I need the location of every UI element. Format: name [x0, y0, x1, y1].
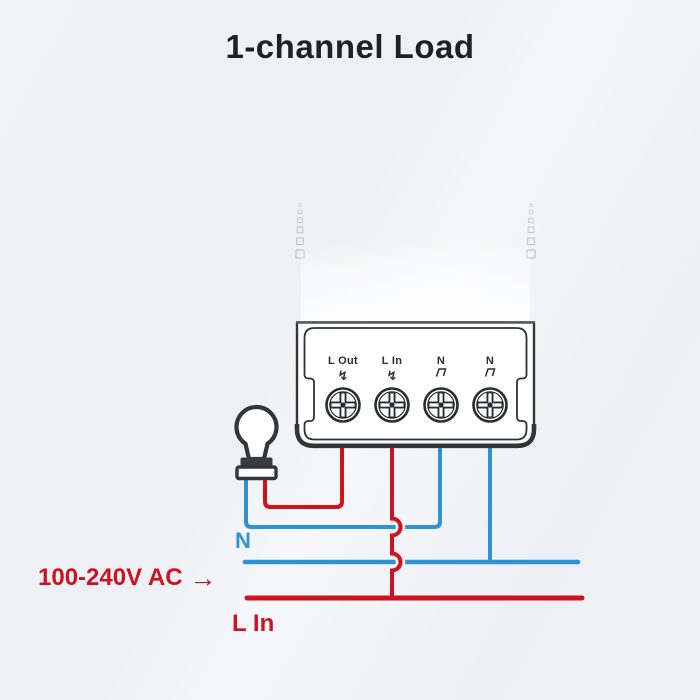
line-bus-label: L In: [232, 610, 275, 637]
neutral-symbol-icon: [484, 368, 496, 377]
terminal-n2: N: [472, 355, 508, 423]
light-bulb-icon: [234, 404, 279, 481]
right-arrow-icon: →: [189, 563, 217, 593]
wire-bulb-to-n: [244, 444, 442, 529]
lightning-icon: ↯: [338, 368, 349, 383]
neutral-bus-label: N: [235, 528, 251, 553]
neutral-symbol-icon: [435, 368, 447, 377]
power-rating-text: 100-240V AC: [38, 564, 183, 591]
wire-lout-to-bulb: [263, 444, 344, 509]
lightning-icon: ↯: [387, 368, 398, 383]
screw-icon: [325, 387, 361, 423]
terminal-l-in: L In ↯: [374, 355, 410, 423]
terminal-l-out: L Out ↯: [325, 355, 361, 423]
screw-icon: [472, 387, 508, 423]
terminal-label: N: [437, 355, 445, 367]
screw-icon: [374, 387, 410, 423]
terminal-label: N: [486, 355, 494, 367]
screw-icon: [423, 387, 459, 423]
terminal-label: L Out: [328, 355, 358, 367]
device-upper-panel: [301, 240, 530, 321]
page-title: 1-channel Load: [225, 28, 475, 65]
power-rating-label: 100-240V AC →: [38, 564, 217, 592]
terminal-n1: N: [423, 355, 459, 423]
wire-lin-to-bus: [390, 444, 403, 598]
terminal-cover: [303, 327, 528, 441]
terminal-label: L In: [382, 355, 403, 367]
smart-switch-device: L Out ↯ L In ↯ N: [294, 203, 537, 449]
wires: [242, 444, 585, 601]
